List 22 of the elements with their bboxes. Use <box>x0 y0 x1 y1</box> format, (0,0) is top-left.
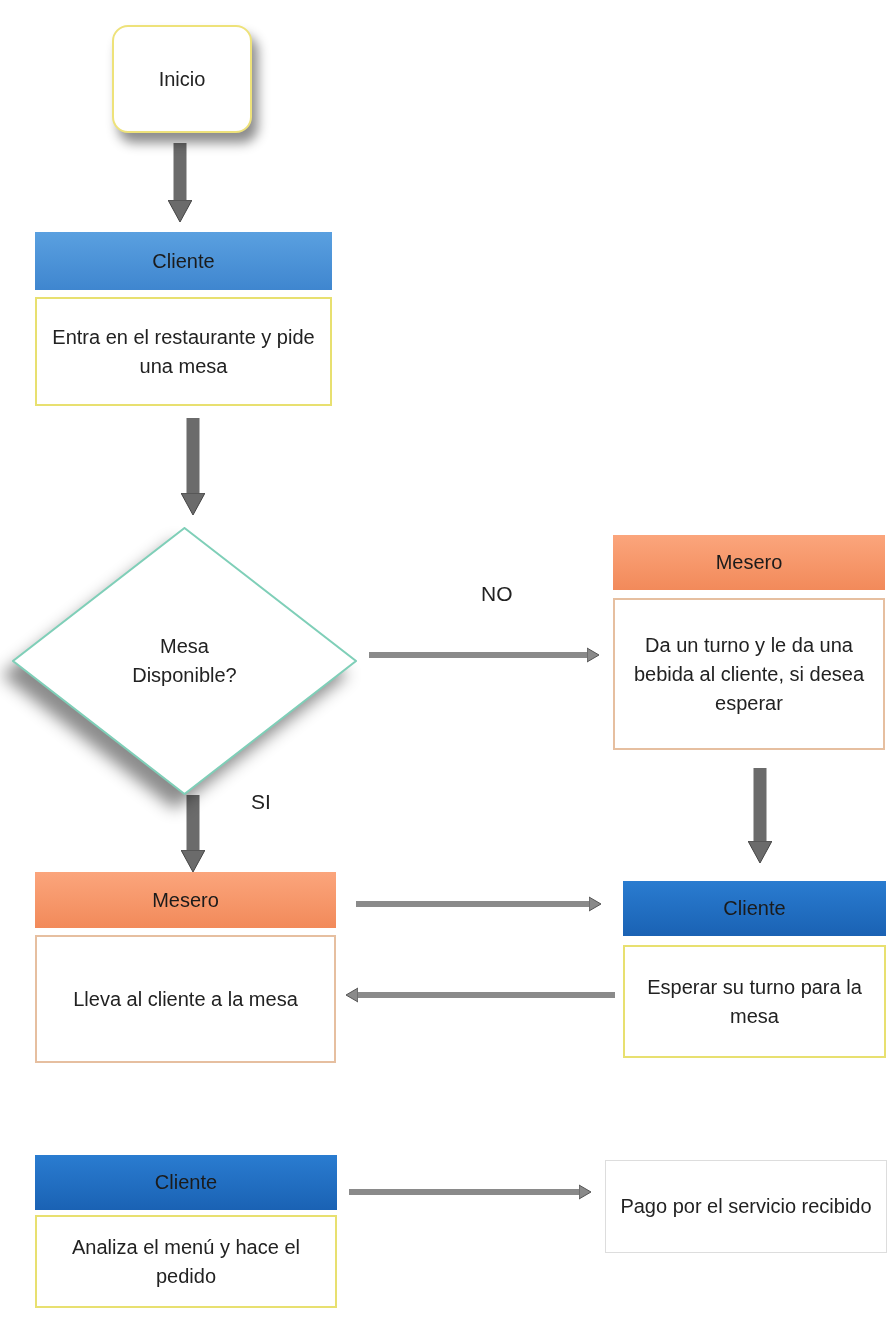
process-box: Esperar su turno para la mesa <box>623 945 886 1058</box>
arrow <box>349 1184 592 1200</box>
arrow <box>180 418 206 516</box>
arrow <box>345 987 615 1003</box>
decision-text: Mesa Disponible? <box>131 634 238 688</box>
role-header: Cliente <box>623 881 886 936</box>
start-box: Inicio <box>112 25 252 133</box>
arrow <box>356 896 602 912</box>
decision-diamond <box>12 527 357 795</box>
role-header: Cliente <box>35 1155 337 1210</box>
process-box: Entra en el restaurante y pide una mesa <box>35 297 332 406</box>
process-box: Lleva al cliente a la mesa <box>35 935 336 1063</box>
role-header: Cliente <box>35 232 332 290</box>
arrow <box>747 768 773 864</box>
role-header: Mesero <box>613 535 885 590</box>
process-box: Analiza el menú y hace el pedido <box>35 1215 337 1308</box>
process-box: Da un turno y le da una bebida al cliente, si desea esperar <box>613 598 885 750</box>
process-box: Pago por el servicio recibido <box>605 1160 887 1253</box>
role-header: Mesero <box>35 872 336 928</box>
arrow <box>180 795 206 873</box>
arrow <box>369 647 600 663</box>
arrow <box>167 143 193 223</box>
